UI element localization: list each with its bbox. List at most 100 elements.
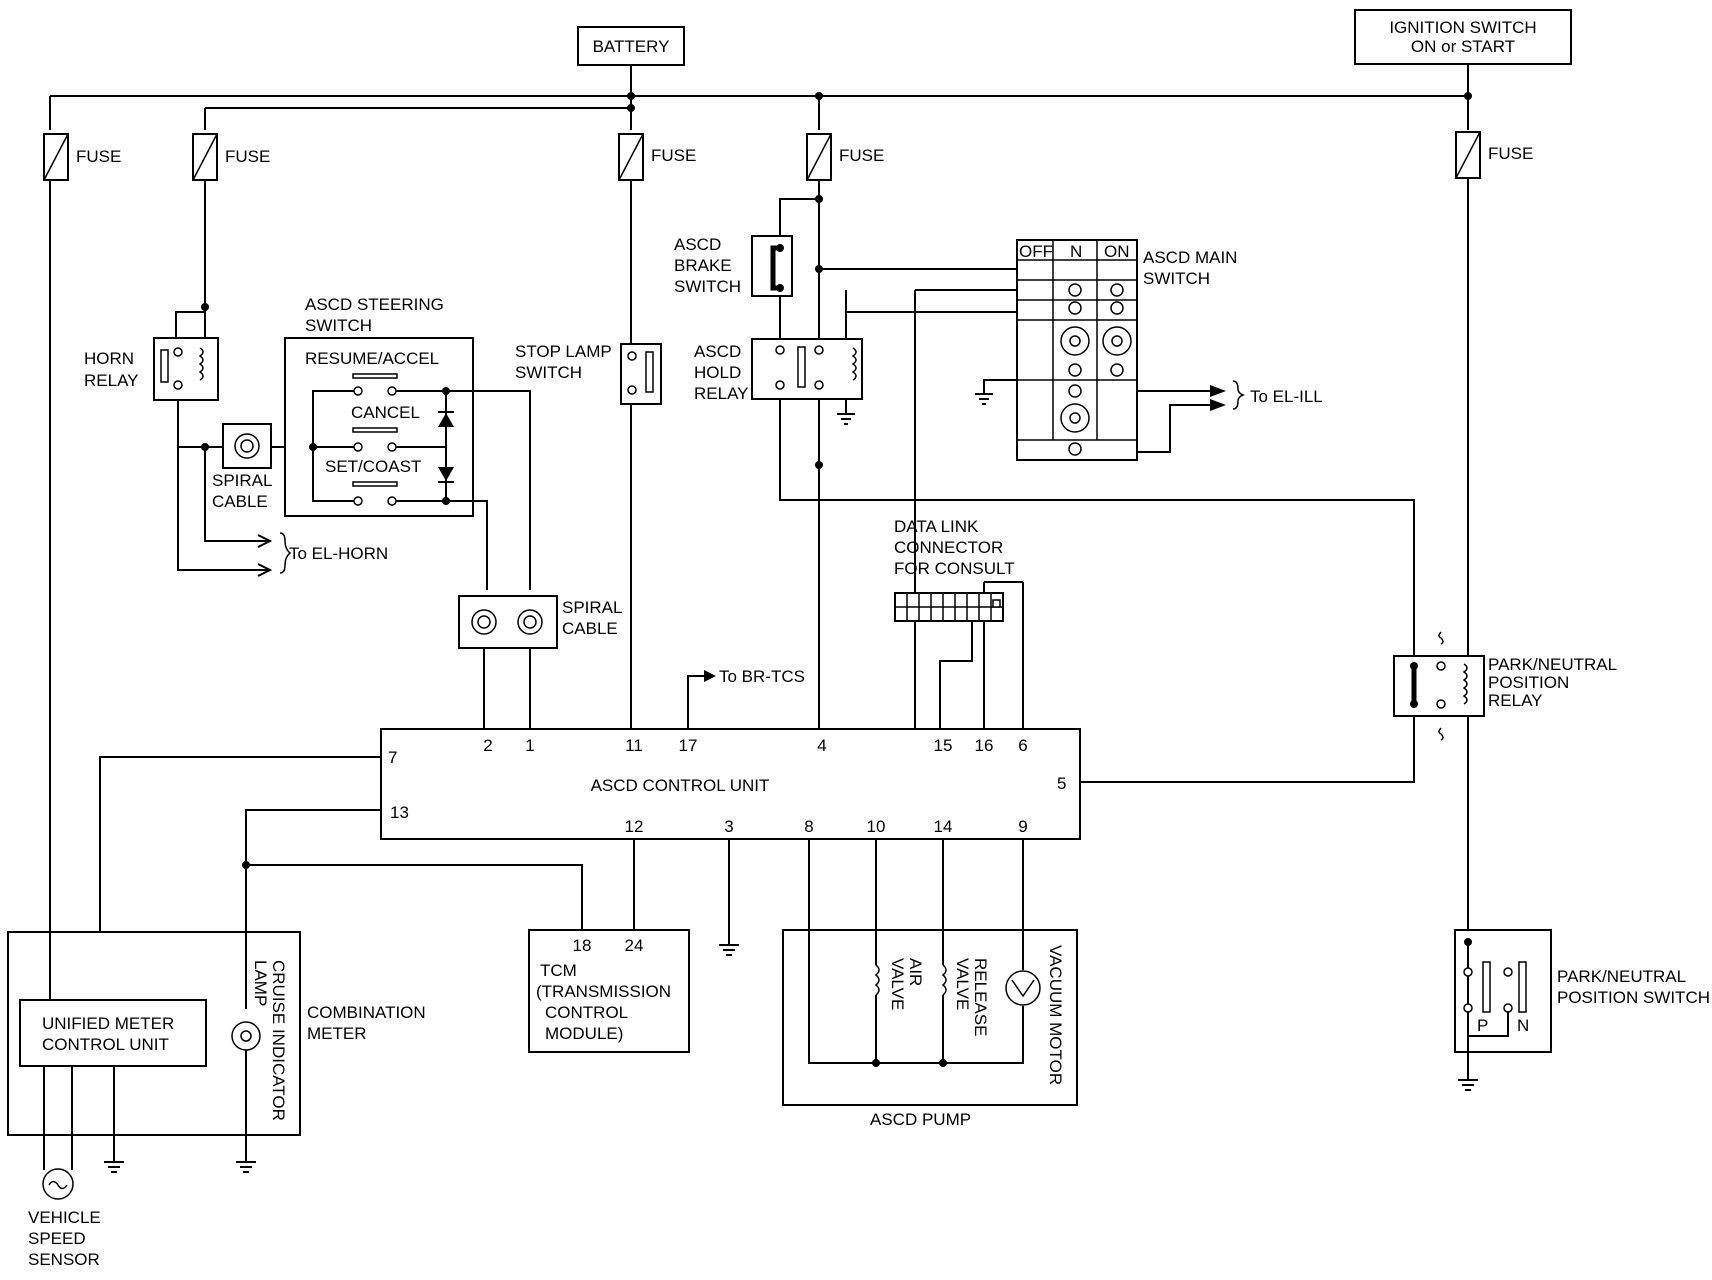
svg-text:CONNECTOR: CONNECTOR: [894, 538, 1003, 557]
ignition-switch-label: IGNITION SWITCH: [1389, 18, 1536, 37]
fuses: FUSE FUSE FUSE FUSE FUSE: [43, 131, 1533, 181]
svg-text:TCM: TCM: [540, 961, 577, 980]
svg-text:9: 9: [1018, 817, 1027, 836]
svg-text:POSITION SWITCH: POSITION SWITCH: [1557, 988, 1710, 1007]
svg-text:ON: ON: [1104, 242, 1130, 261]
horn-lines: To EL-HORN: [177, 446, 388, 577]
ascd-hold-relay: ASCD HOLD RELAY: [694, 311, 1415, 729]
svg-text:15: 15: [934, 736, 953, 755]
svg-text:5: 5: [1057, 774, 1066, 793]
svg-text:CRUISE INDICATOR: CRUISE INDICATOR: [269, 960, 288, 1121]
spiral-cable-2: SPIRAL CABLE: [458, 595, 622, 729]
fuse-2: FUSE: [192, 133, 270, 181]
svg-text:CABLE: CABLE: [212, 492, 268, 511]
svg-text:SENSOR: SENSOR: [28, 1250, 100, 1269]
svg-text:AIR: AIR: [906, 958, 925, 986]
control-unit-label: ASCD CONTROL UNIT: [591, 776, 770, 795]
to-br-tcs: To BR-TCS: [687, 667, 805, 729]
ascd-pump: AIR VALVE RELEASE VALVE VACUUM MOTOR ASC…: [782, 839, 1078, 1129]
svg-text:METER: METER: [307, 1024, 367, 1043]
fuse-5: FUSE: [1455, 131, 1533, 179]
svg-text:14: 14: [934, 817, 953, 836]
spiral-cable-1: SPIRAL CABLE: [212, 423, 272, 511]
svg-text:2: 2: [483, 736, 492, 755]
svg-text:1: 1: [525, 736, 534, 755]
svg-text:CABLE: CABLE: [562, 619, 618, 638]
svg-text:FUSE: FUSE: [225, 147, 270, 166]
park-neutral-position-switch: P N PARK/NEUTRAL POSITION SWITCH: [1454, 929, 1710, 1091]
svg-text:RESUME/ACCEL: RESUME/ACCEL: [305, 349, 439, 368]
svg-text:FUSE: FUSE: [1488, 144, 1533, 163]
battery-box: [577, 26, 685, 66]
svg-text:LAMP: LAMP: [251, 960, 270, 1006]
svg-text:VALVE: VALVE: [953, 958, 972, 1010]
svg-text:To EL-ILL: To EL-ILL: [1250, 387, 1323, 406]
svg-text:CONTROL UNIT: CONTROL UNIT: [42, 1035, 169, 1054]
svg-text:ASCD MAIN: ASCD MAIN: [1143, 248, 1237, 267]
svg-text:ASCD STEERING: ASCD STEERING: [305, 295, 444, 314]
svg-text:RELAY: RELAY: [694, 384, 749, 403]
data-link-connector: DATA LINK CONNECTOR FOR CONSULT: [894, 517, 1024, 729]
svg-text:12: 12: [625, 817, 644, 836]
fuse-3: FUSE: [618, 133, 696, 181]
svg-text:24: 24: [625, 936, 644, 955]
svg-text:CONTROL: CONTROL: [545, 1003, 628, 1022]
svg-text:4: 4: [817, 736, 826, 755]
svg-text:DATA LINK: DATA LINK: [894, 517, 979, 536]
svg-text:17: 17: [679, 736, 698, 755]
svg-text:P: P: [1477, 1016, 1488, 1035]
svg-text:FUSE: FUSE: [839, 146, 884, 165]
svg-text:SWITCH: SWITCH: [305, 316, 372, 335]
svg-text:SPIRAL: SPIRAL: [212, 471, 272, 490]
svg-text:MODULE): MODULE): [545, 1024, 623, 1043]
svg-text:RELEASE: RELEASE: [971, 958, 990, 1036]
svg-text:To BR-TCS: To BR-TCS: [719, 667, 805, 686]
svg-text:10: 10: [867, 817, 886, 836]
svg-text:VACUUM MOTOR: VACUUM MOTOR: [1046, 945, 1065, 1085]
svg-text:SWITCH: SWITCH: [1143, 269, 1210, 288]
svg-text:6: 6: [1018, 736, 1027, 755]
svg-text:16: 16: [975, 736, 994, 755]
svg-text:HORN: HORN: [84, 349, 134, 368]
svg-text:SWITCH: SWITCH: [515, 363, 582, 382]
svg-text:PARK/NEUTRAL: PARK/NEUTRAL: [1557, 967, 1686, 986]
ascd-main-switch: OFF N ON ASCD MAIN SWITCH To EL-ILL: [819, 239, 1323, 731]
svg-text:FUSE: FUSE: [76, 147, 121, 166]
svg-text:OFF: OFF: [1019, 242, 1053, 261]
svg-text:3: 3: [724, 817, 733, 836]
svg-text:UNIFIED METER: UNIFIED METER: [42, 1014, 174, 1033]
ascd-control-unit: ASCD CONTROL UNIT 2 1 11 17 4 15 16 6 7 …: [380, 728, 1081, 840]
ascd-pump-label: ASCD PUMP: [870, 1110, 971, 1129]
svg-text:HOLD: HOLD: [694, 363, 741, 382]
svg-text:SPIRAL: SPIRAL: [562, 598, 622, 617]
svg-text:FUSE: FUSE: [651, 146, 696, 165]
park-neutral-relay: PARK/NEUTRAL POSITION RELAY: [1080, 178, 1617, 938]
stop-lamp-switch: STOP LAMP SWITCH: [515, 180, 662, 729]
combination-meter: UNIFIED METER CONTROL UNIT CRUISE INDICA…: [7, 180, 426, 1269]
ignition-switch-box: [1354, 9, 1572, 65]
svg-text:SWITCH: SWITCH: [674, 277, 741, 296]
svg-text:ASCD: ASCD: [694, 342, 741, 361]
svg-text:SET/COAST: SET/COAST: [325, 457, 421, 476]
svg-text:ASCD: ASCD: [674, 235, 721, 254]
svg-text:VALVE: VALVE: [888, 958, 907, 1010]
svg-text:RELAY: RELAY: [84, 371, 139, 390]
battery-label: BATTERY: [593, 37, 670, 56]
svg-text:VEHICLE: VEHICLE: [28, 1208, 101, 1227]
svg-text:N: N: [1517, 1016, 1529, 1035]
ignition-switch-state: ON or START: [1411, 37, 1515, 56]
svg-text:CANCEL: CANCEL: [351, 403, 420, 422]
svg-text:7: 7: [388, 748, 397, 767]
svg-text:13: 13: [390, 803, 409, 822]
svg-text:COMBINATION: COMBINATION: [307, 1003, 426, 1022]
ground-pin-3: [719, 839, 739, 956]
svg-text:(TRANSMISSION: (TRANSMISSION: [536, 982, 671, 1001]
svg-text:RELAY: RELAY: [1488, 691, 1543, 710]
svg-text:11: 11: [625, 736, 643, 755]
svg-text:SPEED: SPEED: [28, 1229, 86, 1248]
svg-text:8: 8: [804, 817, 813, 836]
tcm: 18 24 TCM (TRANSMISSION CONTROL MODULE): [242, 839, 690, 1053]
fuse-4: FUSE: [806, 133, 884, 181]
svg-text:POSITION: POSITION: [1488, 673, 1569, 692]
